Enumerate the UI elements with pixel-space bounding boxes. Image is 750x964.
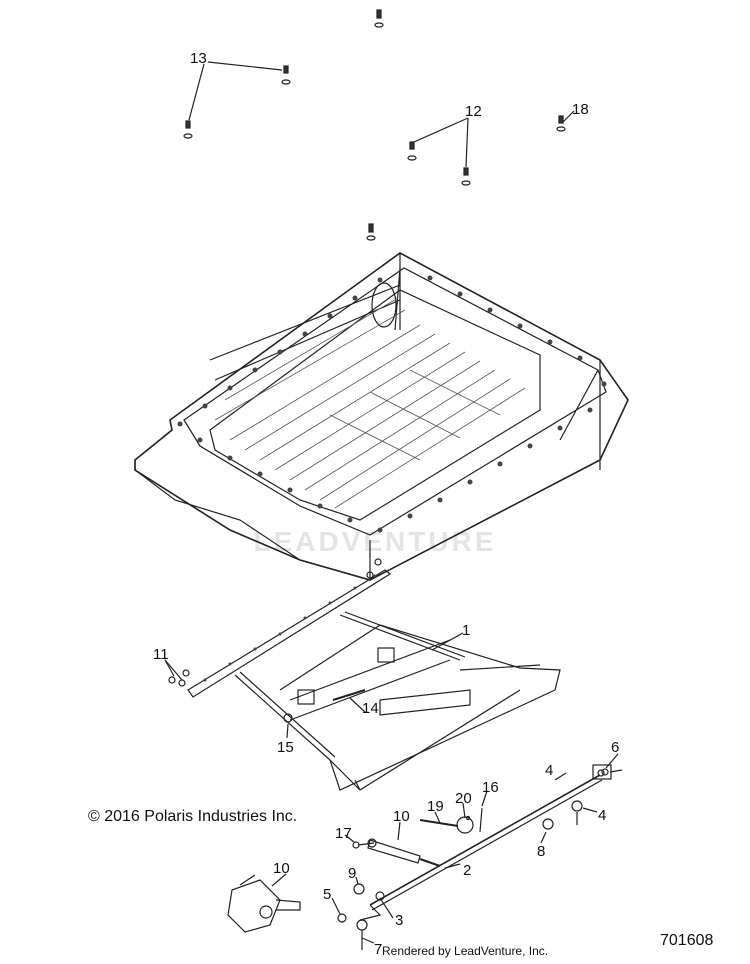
cargo-box [134, 252, 629, 581]
cargo-frame [187, 569, 561, 791]
bolt-top [374, 9, 384, 28]
bolt-13b [183, 120, 193, 139]
linkage-fasteners [337, 768, 609, 950]
callout-6: 6 [611, 739, 619, 756]
callout-9: 9 [348, 865, 356, 882]
callout-19: 19 [427, 798, 444, 815]
rendered-by-text: Rendered by LeadVenture, Inc. [382, 944, 549, 958]
callout-17: 17 [335, 825, 352, 842]
frame-fasteners [168, 558, 382, 723]
callout-18: 18 [572, 101, 589, 118]
callout-7: 7 [374, 941, 382, 958]
callout-11: 11 [153, 646, 169, 663]
frame-rail-holes [203, 574, 377, 682]
callout-1: 1 [462, 622, 470, 639]
callout-10-actuator: 10 [273, 860, 290, 877]
dump-linkage-rod [359, 764, 623, 921]
diagram-number: 701608 [660, 932, 714, 949]
callout-3: 3 [395, 912, 403, 929]
bolt-mid [366, 223, 376, 241]
cargo-box-rim-holes [177, 275, 607, 533]
gas-strut [367, 838, 441, 867]
callout-4-lower: 4 [598, 807, 606, 824]
bolt-13a [281, 65, 291, 85]
callout-8: 8 [537, 843, 545, 860]
callout-2: 2 [463, 862, 471, 879]
watermark-text: LEADVENTURE [253, 526, 496, 557]
callout-14: 14 [362, 700, 379, 717]
callout-15: 15 [277, 739, 294, 756]
copyright-text: © 2016 Polaris Industries Inc. [88, 808, 298, 825]
bolt-12a [407, 141, 417, 161]
callout-10-strut: 10 [393, 808, 410, 825]
bolt-18 [556, 115, 566, 132]
callout-13: 13 [190, 50, 207, 67]
bolt-12b [461, 167, 471, 186]
callout-5: 5 [323, 886, 331, 903]
cargo-box-floor-ribs [214, 297, 526, 509]
callout-12: 12 [465, 103, 482, 120]
electric-actuator [227, 874, 301, 933]
callout-20: 20 [455, 790, 472, 807]
callout-16: 16 [482, 779, 499, 796]
callout-4-upper: 4 [545, 762, 553, 779]
